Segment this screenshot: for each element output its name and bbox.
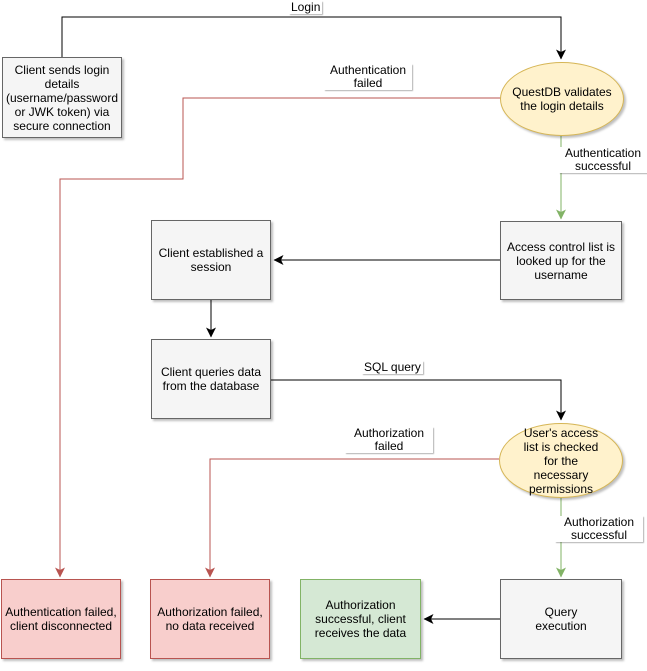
edge-label-authorization-successful: Authorization successful (555, 516, 643, 542)
edge-label-authorization-failed: Authorization failed (345, 427, 433, 453)
node-questdb-validates: QuestDB validates the login details (500, 62, 624, 136)
edge-label-sql-query: SQL query (362, 360, 423, 374)
node-authorization-failed-result: Authorization failed, no data received (150, 579, 270, 659)
node-questdb-validates-label: QuestDB validates the login details (512, 85, 612, 113)
node-access-check: User's access list is checked for the ne… (499, 423, 623, 498)
edge-label-authentication-failed: Authentication failed (324, 64, 412, 90)
node-authorization-success-label: Authorization successful, client receive… (314, 598, 407, 640)
node-client-login: Client sends login details (username/pas… (2, 57, 122, 138)
node-acl-lookup: Access control list is looked up for the… (500, 221, 622, 300)
node-authentication-failed-label: Authentication failed, client disconnect… (5, 605, 117, 633)
node-client-login-label: Client sends login details (username/pas… (5, 62, 119, 133)
node-client-queries: Client queries data from the database (151, 339, 271, 419)
node-client-session-label: Client established a session (158, 246, 264, 274)
node-query-execution-label: Query execution (535, 605, 587, 633)
edge-authentication-failed (55, 97, 501, 578)
node-access-check-label: User's access list is checked for the ne… (523, 425, 599, 496)
node-authorization-success-result: Authorization successful, client receive… (300, 579, 421, 659)
node-authentication-failed-result: Authentication failed, client disconnect… (1, 579, 121, 659)
edge-sql-query (271, 379, 566, 421)
edge-authorization-failed (205, 458, 499, 578)
node-query-execution: Query execution (500, 579, 622, 659)
node-acl-lookup-label: Access control list is looked up for the… (506, 239, 616, 282)
node-authorization-failed-label: Authorization failed, no data received (157, 605, 263, 633)
edge-label-login: Login (289, 0, 323, 14)
node-client-queries-label: Client queries data from the database (160, 365, 262, 393)
edge-login (61, 16, 566, 60)
edge-label-authentication-successful: Authentication successful (559, 147, 647, 173)
node-client-session: Client established a session (151, 220, 271, 300)
